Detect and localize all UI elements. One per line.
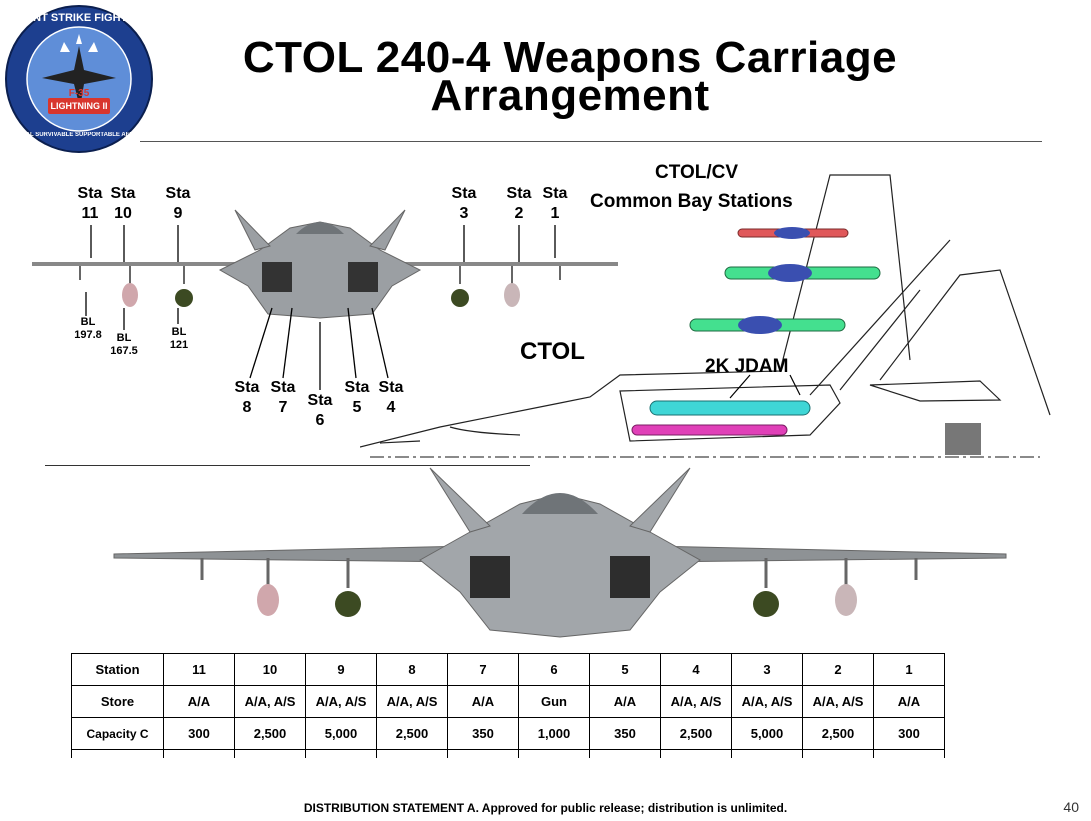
- table-row: Store A/A A/A, A/S A/A, A/S A/A, A/S A/A…: [71, 685, 945, 718]
- table-header-cell: 2: [802, 653, 874, 686]
- station-leader-lines: [85, 225, 556, 390]
- bay-title-line1: CTOL/CV: [655, 162, 739, 183]
- missile-green-1: [724, 264, 881, 282]
- jdam-magenta: [631, 424, 788, 436]
- table-cell: 2,500: [802, 717, 874, 750]
- logo-ring-text: LETHAL SURVIVABLE SUPPORTABLE AFFORDABLE: [10, 132, 148, 138]
- table-header-cell: 3: [731, 653, 803, 686]
- ctol-label: CTOL: [520, 338, 585, 365]
- table-header-cell: 11: [163, 653, 235, 686]
- table-header-cell: 8: [376, 653, 448, 686]
- table-cell: A/A, A/S: [660, 685, 732, 718]
- table-cell: A/A: [163, 685, 235, 718]
- weapons-bay-side-view: [360, 174, 1051, 458]
- table-header-cell: 10: [234, 653, 306, 686]
- table-cell: 300: [873, 717, 945, 750]
- table-cell: Store: [71, 685, 164, 718]
- weapons-station-table: Station 11 10 9 8 7 6 5 4 3 2 1 Store A/…: [71, 653, 945, 758]
- table-cell: 2,500: [660, 717, 732, 750]
- logo-model-text: F-35: [68, 88, 90, 99]
- table-cell: Gun: [518, 685, 590, 718]
- title-divider: [140, 141, 1042, 142]
- table-cell: A/A, A/S: [376, 685, 448, 718]
- table-row: Capacity C 300 2,500 5,000 2,500 350 1,0…: [71, 717, 945, 750]
- table-cell: A/A, A/S: [802, 685, 874, 718]
- table-cell: A/A, A/S: [234, 685, 306, 718]
- table-cell: 2,500: [234, 717, 306, 750]
- table-cell: 5,000: [305, 717, 377, 750]
- logo-name-text: LIGHTNING II: [50, 101, 108, 111]
- table-cell: 350: [447, 717, 519, 750]
- missile-red: [737, 227, 849, 239]
- page-title-line1: CTOL 240-4 Weapons Carriage: [242, 33, 898, 82]
- jsf-logo: JOINT STRIKE FIGHTER F-35 LIGHTNING II L…: [4, 4, 154, 154]
- page-number: 40: [1063, 799, 1079, 815]
- table-header-cell: 7: [447, 653, 519, 686]
- table-cell: Capacity C: [71, 717, 164, 750]
- table-cell: A/A, A/S: [305, 685, 377, 718]
- table-header-cell: Station: [71, 653, 164, 686]
- table-cell: A/A: [447, 685, 519, 718]
- distribution-statement: DISTRIBUTION STATEMENT A. Approved for p…: [303, 801, 788, 815]
- table-cell: 2,500: [376, 717, 448, 750]
- page-title-line2: Arrangement: [430, 71, 710, 120]
- jdam-cyan: [649, 400, 811, 416]
- table-cell: 5,000: [731, 717, 803, 750]
- table-row-partial: [71, 749, 945, 758]
- table-cell: A/A: [589, 685, 661, 718]
- table-cell: 350: [589, 717, 661, 750]
- section-divider: [45, 465, 530, 466]
- table-cell: 1,000: [518, 717, 590, 750]
- table-header-cell: 9: [305, 653, 377, 686]
- table-cell: A/A, A/S: [731, 685, 803, 718]
- table-header-cell: 4: [660, 653, 732, 686]
- table-cell: 300: [163, 717, 235, 750]
- table-row: Station 11 10 9 8 7 6 5 4 3 2 1: [71, 653, 945, 686]
- jet-front-view-small: [32, 209, 618, 319]
- table-header-cell: 5: [589, 653, 661, 686]
- logo-top-text: JOINT STRIKE FIGHTER: [15, 12, 143, 24]
- table-header-cell: 6: [518, 653, 590, 686]
- jet-front-view-large: [113, 467, 1007, 638]
- bay-title-line2: Common Bay Stations: [590, 191, 793, 212]
- table-cell: A/A: [873, 685, 945, 718]
- missile-green-2: [689, 316, 846, 334]
- jdam-label: 2K JDAM: [705, 356, 789, 377]
- table-header-cell: 1: [873, 653, 945, 686]
